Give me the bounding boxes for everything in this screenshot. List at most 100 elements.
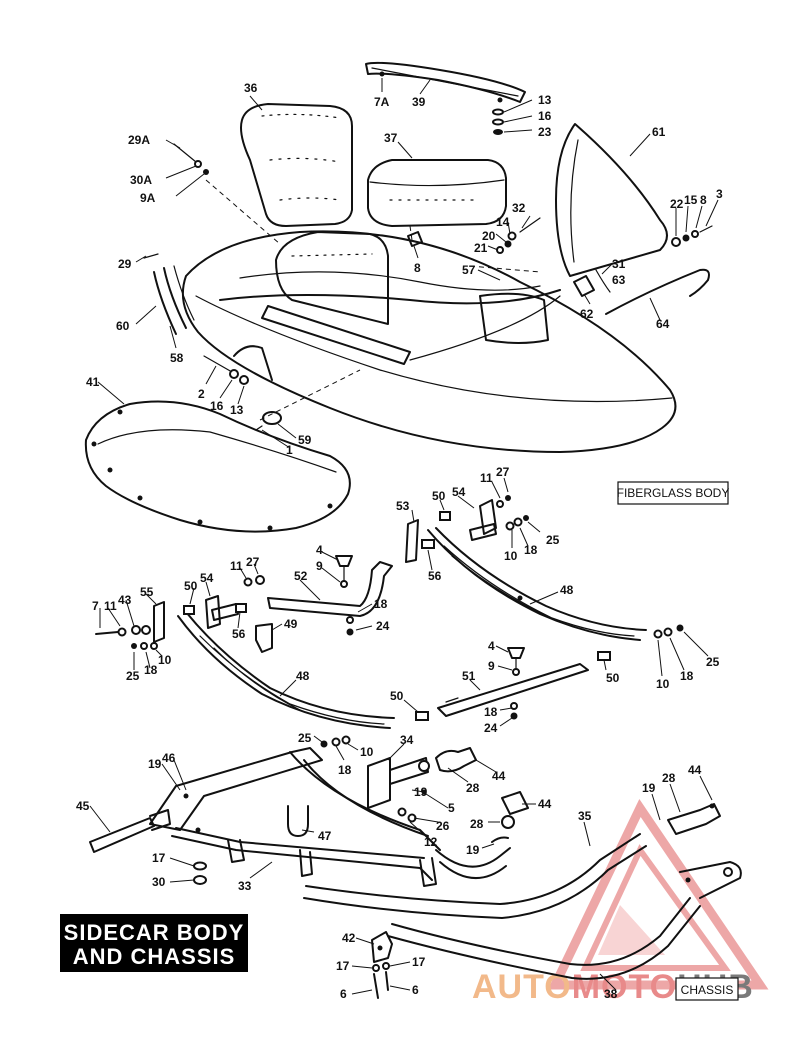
- callout-1: 1: [286, 443, 293, 457]
- fiberglass-body-text: FIBERGLASS BODY: [617, 486, 730, 500]
- callout-57: 57: [462, 263, 476, 277]
- part-long-tube-38: [387, 861, 742, 980]
- callout-41: 41: [86, 375, 100, 389]
- callout-9a: 9A: [140, 191, 156, 205]
- callout-25-right: 25: [706, 655, 720, 669]
- part-clip: [407, 231, 423, 247]
- callout-3: 3: [716, 187, 723, 201]
- callout-6-right: 6: [412, 983, 419, 997]
- part-leaf-spring-left: [177, 611, 395, 729]
- part-small-screw: [143, 253, 159, 259]
- title-line-1: SIDECAR BODY: [64, 920, 245, 945]
- part-link-52: [267, 561, 393, 617]
- part-bracket-42: [371, 931, 393, 963]
- diagram-title-box: SIDECAR BODY AND CHASSIS: [60, 914, 248, 972]
- cover-snap-icons: [91, 409, 333, 531]
- callout-4-upper: 4: [316, 543, 323, 557]
- part-shackle-left: [183, 595, 247, 629]
- part-bushing-50-lower: [415, 711, 429, 721]
- callout-52: 52: [294, 569, 308, 583]
- callout-39: 39: [412, 95, 426, 109]
- part-windshield-bracket: [573, 269, 611, 297]
- chassis-label: CHASSIS: [675, 977, 739, 1001]
- part-spindle-44-right: [667, 803, 721, 835]
- callout-32: 32: [512, 201, 526, 215]
- callout-42: 42: [342, 931, 356, 945]
- callout-54-upper-right: 54: [452, 485, 466, 499]
- callout-12: 12: [424, 835, 438, 849]
- callout-19-lower: 19: [466, 843, 480, 857]
- callout-18-link52: 18: [374, 597, 388, 611]
- part-shackle-upper-fasteners: [496, 495, 529, 531]
- callout-34: 34: [400, 733, 414, 747]
- callout-50-middle: 50: [390, 689, 404, 703]
- callout-50-upper-right: 50: [432, 489, 446, 503]
- part-backrest-cushion: [240, 103, 353, 227]
- callout-18-link51: 18: [484, 705, 498, 719]
- callout-61: 61: [652, 125, 666, 139]
- part-small-bolt-set: [173, 143, 209, 175]
- part-mount-pad: [255, 411, 282, 431]
- callout-19-left: 19: [148, 757, 162, 771]
- callout-10-upper-right: 10: [504, 549, 518, 563]
- callout-44-lower: 44: [538, 797, 552, 811]
- callout-13: 13: [538, 93, 552, 107]
- callout-18-left: 18: [144, 663, 158, 677]
- part-windshield-stay: [605, 268, 710, 315]
- part-link-51: [437, 663, 589, 717]
- callout-30a: 30A: [130, 173, 152, 187]
- callout-5: 5: [448, 801, 455, 815]
- callout-8-clip: 8: [414, 261, 421, 275]
- callout-48-right: 48: [560, 583, 574, 597]
- part-trim-strip: [153, 265, 195, 335]
- callout-2: 2: [198, 387, 205, 401]
- callout-24-link51: 24: [484, 721, 498, 735]
- callout-17-left: 17: [152, 851, 166, 865]
- callout-33: 33: [238, 879, 252, 893]
- part-bushing-56-right: [421, 539, 435, 549]
- callout-23: 23: [538, 125, 552, 139]
- watermark-moto: MOTO: [572, 968, 677, 1006]
- callout-53: 53: [396, 499, 410, 513]
- part-bushing-50-right: [597, 651, 611, 661]
- callout-55: 55: [140, 585, 154, 599]
- fiberglass-body-label: FIBERGLASS BODY: [617, 481, 730, 505]
- callout-17-lower-right: 17: [412, 955, 426, 969]
- part-nuts-25-18-10-lower: [320, 735, 351, 748]
- callout-14: 14: [496, 215, 510, 229]
- callout-29: 29: [118, 257, 132, 271]
- part-windshield-fasteners: [671, 225, 713, 247]
- part-clamp-49: [255, 623, 273, 653]
- callout-11-far-left: 11: [104, 599, 117, 613]
- callout-10-middle: 10: [360, 745, 374, 759]
- callout-6-left: 6: [340, 987, 347, 1001]
- part-nut-18-24: [346, 616, 354, 636]
- callout-21: 21: [474, 241, 488, 255]
- callout-44-right: 44: [688, 763, 702, 777]
- callout-45: 45: [76, 799, 90, 813]
- assembly-lines-upper: [205, 179, 541, 421]
- part-bolt-4-upper: [335, 555, 353, 588]
- part-chassis-frame: [149, 747, 511, 887]
- callout-59: 59: [298, 433, 312, 447]
- callout-63: 63: [612, 273, 626, 287]
- callout-28-right: 28: [662, 771, 676, 785]
- callout-31: 31: [612, 257, 626, 271]
- callout-50-left: 50: [184, 579, 198, 593]
- callout-22: 22: [670, 197, 684, 211]
- callout-4-lower: 4: [488, 639, 495, 653]
- part-spindle-44-middle: [418, 747, 477, 773]
- watermark-auto: AUTO: [472, 968, 572, 1006]
- callout-20: 20: [482, 229, 496, 243]
- callout-44-middle: 44: [492, 769, 506, 783]
- callout-10-right: 10: [656, 677, 670, 691]
- callout-36: 36: [244, 81, 258, 95]
- part-windshield: [555, 123, 668, 277]
- part-nuts-25-18-10-left: [131, 642, 158, 650]
- part-nuts-10-18-25-right: [653, 624, 684, 639]
- callout-56-left: 56: [232, 627, 246, 641]
- part-sidecar-body: [182, 230, 677, 453]
- callout-26: 26: [436, 819, 450, 833]
- callout-62: 62: [580, 307, 594, 321]
- part-rail-fasteners: [492, 108, 504, 135]
